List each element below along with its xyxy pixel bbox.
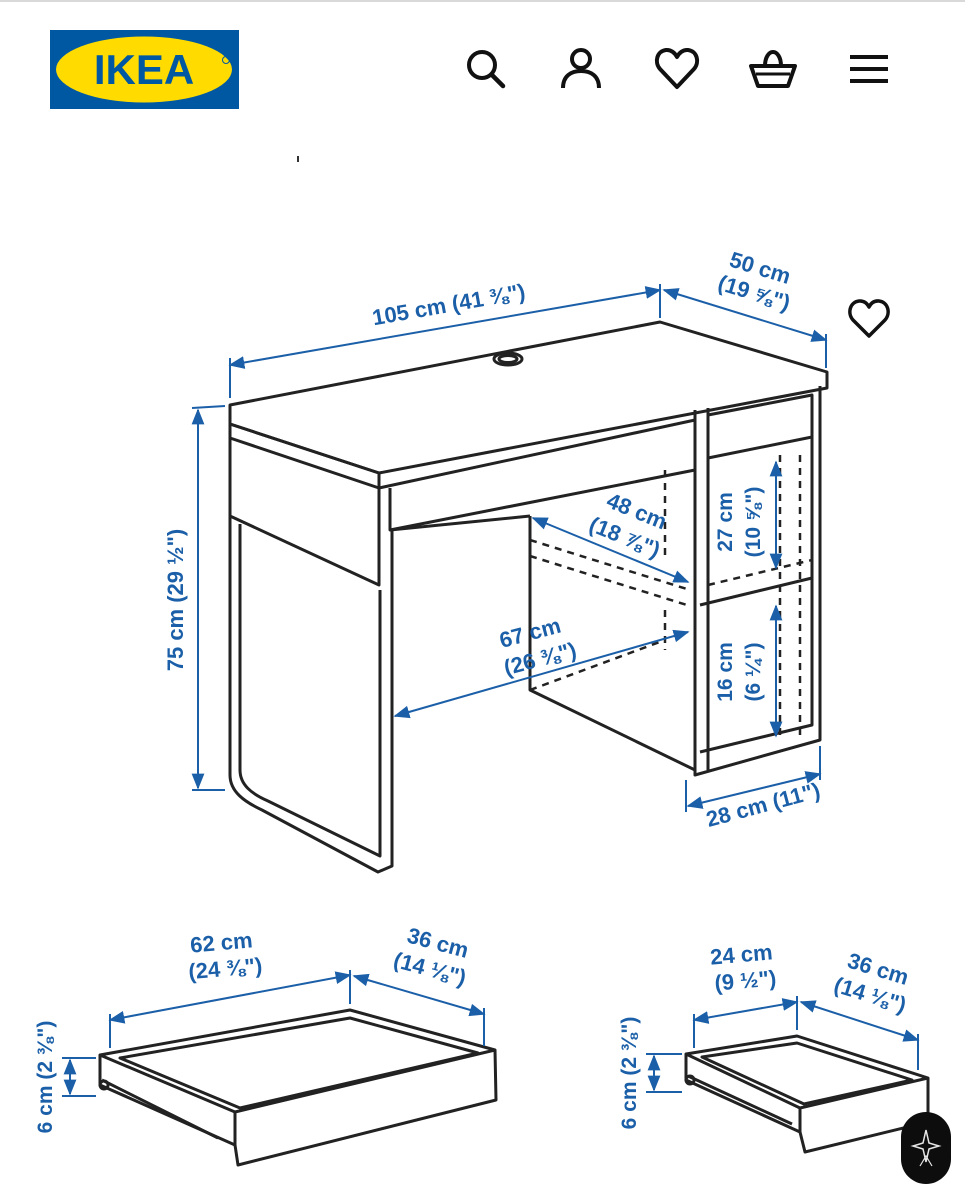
desk-dimension-lines <box>191 284 828 812</box>
small-drawer-dimension-lines <box>646 996 920 1093</box>
sparkle-icon <box>910 1129 942 1167</box>
large-drawer-width-in-label: (24 ⅜") <box>187 953 263 984</box>
logo-text: IKEA <box>94 46 194 93</box>
lower-height-cm-label: 16 cm <box>714 642 737 702</box>
text-cursor-mark <box>297 156 299 162</box>
upper-height-in-label: (10 ⅝") <box>742 487 765 558</box>
large-drawer-dimension-lines <box>62 970 486 1097</box>
large-drawer-height-label: 6 cm (2 ⅜") <box>34 1021 57 1134</box>
desk-height-label: 75 cm (29 ½") <box>163 529 188 672</box>
large-drawer-width-cm-label: 62 cm <box>189 927 253 957</box>
upper-height-cm-label: 27 cm <box>714 492 737 552</box>
cabinet-depth-label: 28 cm (11") <box>703 778 822 832</box>
lower-height-in-label: (6 ¼") <box>742 643 765 702</box>
menu-icon[interactable] <box>844 44 894 94</box>
small-drawer-height-label: 6 cm (2 ⅜") <box>618 1017 641 1130</box>
favorite-heart-icon[interactable] <box>848 299 890 338</box>
small-drawer-outline <box>684 1034 930 1154</box>
floating-badge[interactable] <box>901 1112 951 1184</box>
large-drawer-outline <box>98 1008 498 1167</box>
site-header: IKEA <box>0 0 965 130</box>
desk-hidden-edges <box>529 455 813 735</box>
desk-width-label: 105 cm (41 ⅜") <box>370 279 527 330</box>
small-drawer-width-cm-label: 24 cm <box>709 939 773 969</box>
ikea-logo[interactable]: IKEA <box>50 30 239 109</box>
small-drawer-width-in-label: (9 ½") <box>713 965 777 995</box>
basket-icon[interactable] <box>748 44 798 94</box>
user-icon[interactable] <box>556 44 606 94</box>
top-border <box>0 0 965 2</box>
desk-outline <box>228 320 829 874</box>
heart-icon[interactable] <box>652 44 702 94</box>
search-icon[interactable] <box>461 44 511 94</box>
